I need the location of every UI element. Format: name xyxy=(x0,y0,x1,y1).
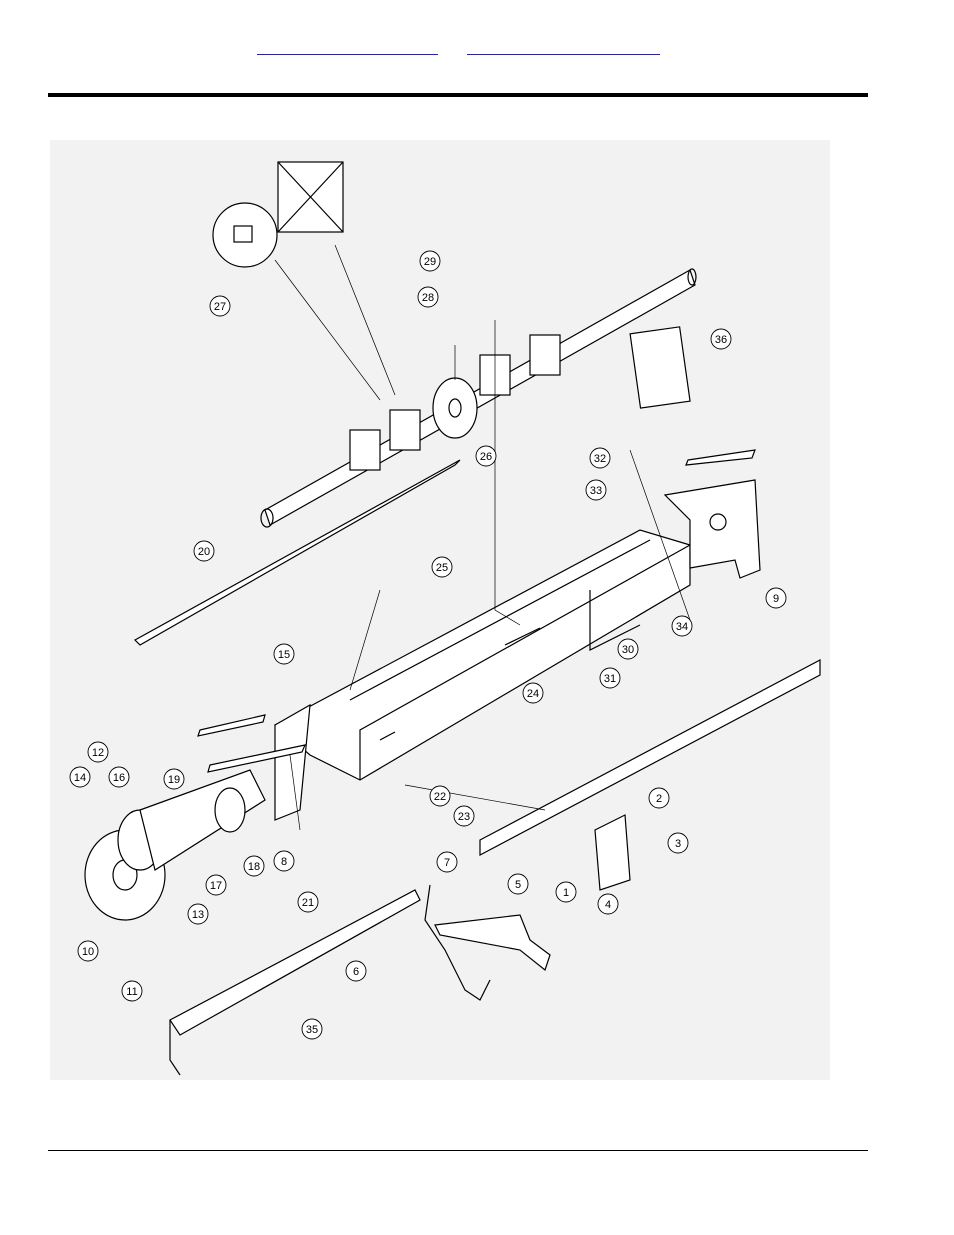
callout-12: 12 xyxy=(92,747,104,759)
callout-17: 17 xyxy=(210,880,222,892)
callout-32: 32 xyxy=(594,453,606,465)
left-plate xyxy=(274,703,311,821)
chain xyxy=(424,884,491,1001)
callout-1: 1 xyxy=(563,887,569,899)
callout-3: 3 xyxy=(675,838,681,850)
nav-link-2[interactable] xyxy=(467,44,660,55)
angle-rail xyxy=(479,659,821,856)
plate-36 xyxy=(629,326,691,409)
callout-13: 13 xyxy=(192,909,204,921)
callout-14: 14 xyxy=(74,772,86,784)
callout-6: 6 xyxy=(353,966,359,978)
callout-24: 24 xyxy=(527,688,539,700)
bearing-assembly xyxy=(84,769,266,921)
callout-15: 15 xyxy=(278,649,290,661)
callout-10: 10 xyxy=(82,946,94,958)
callout-11: 11 xyxy=(126,986,137,998)
callout-labels: 1 2 3 4 5 6 7 8 9 10 11 12 13 14 15 16 1… xyxy=(74,256,779,1036)
callouts xyxy=(69,250,787,1040)
callout-25: 25 xyxy=(436,562,448,574)
header-rule xyxy=(48,93,868,97)
callout-27: 27 xyxy=(214,301,226,313)
scrapers xyxy=(134,449,756,773)
callout-31: 31 xyxy=(604,673,616,685)
leader-lines xyxy=(274,244,691,831)
callout-4: 4 xyxy=(605,899,611,911)
callout-7: 7 xyxy=(444,857,450,869)
bracket-1 xyxy=(594,814,631,891)
callout-8: 8 xyxy=(281,856,287,868)
callout-33: 33 xyxy=(590,485,602,497)
right-plate xyxy=(663,479,761,579)
callout-5: 5 xyxy=(515,879,521,891)
callout-21: 21 xyxy=(302,897,314,909)
nav-link-1[interactable] xyxy=(257,44,438,55)
gear-27-a xyxy=(212,202,278,268)
callout-22: 22 xyxy=(434,791,446,803)
callout-36: 36 xyxy=(715,334,727,346)
callout-16: 16 xyxy=(113,772,125,784)
callout-23: 23 xyxy=(458,811,470,823)
main-frame xyxy=(273,529,691,781)
callout-30: 30 xyxy=(622,644,634,656)
hex-shaft xyxy=(260,268,697,528)
callout-20: 20 xyxy=(198,546,210,558)
footer-rule xyxy=(48,1150,868,1151)
callout-26: 26 xyxy=(480,451,492,463)
exploded-parts-diagram: 1 2 3 4 5 6 7 8 9 10 11 12 13 14 15 16 1… xyxy=(50,140,830,1080)
callout-2: 2 xyxy=(656,793,662,805)
callout-18: 18 xyxy=(248,861,260,873)
gear-27-b xyxy=(277,161,344,233)
callout-35: 35 xyxy=(306,1024,318,1036)
callout-34: 34 xyxy=(676,621,688,633)
lever-5 xyxy=(434,914,551,972)
callout-19: 19 xyxy=(168,774,180,786)
callout-28: 28 xyxy=(422,292,434,304)
callout-9: 9 xyxy=(773,593,779,605)
callout-29: 29 xyxy=(424,256,436,268)
bottom-channel xyxy=(169,889,421,1036)
